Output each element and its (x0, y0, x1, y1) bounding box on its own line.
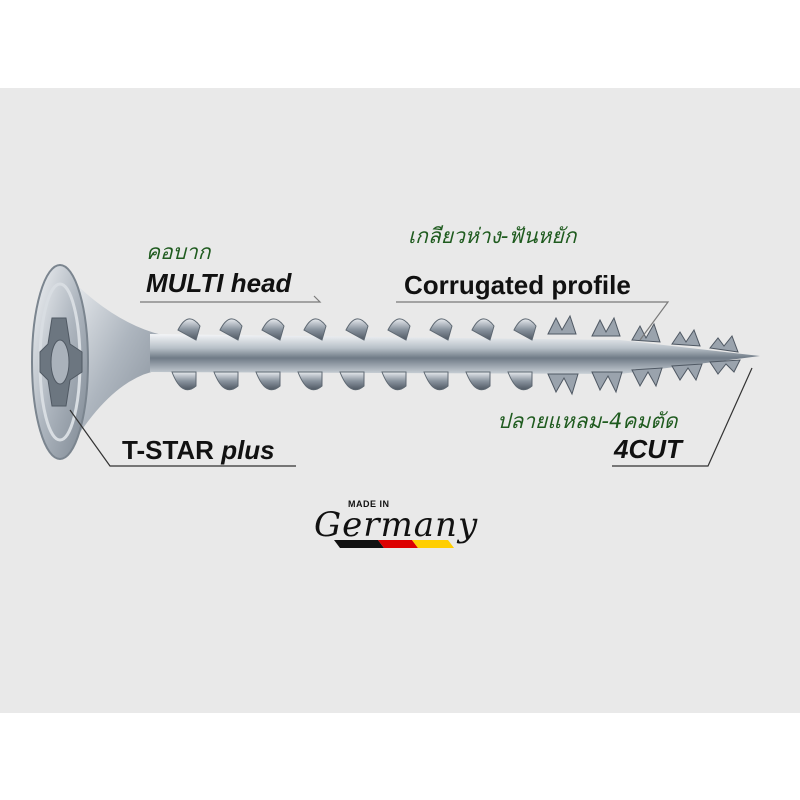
product-image-panel (0, 88, 800, 713)
head-label-thai: คอบาก (146, 240, 211, 264)
germany-flag-stripe (334, 540, 454, 548)
screw-threads (171, 318, 537, 391)
screw-shaft (150, 334, 760, 374)
screw-neck (62, 270, 162, 455)
leader-line-thread (396, 301, 670, 341)
drive-label-main: T-STAR (122, 435, 214, 465)
tip-label-en: 4CUT (614, 434, 682, 464)
thread-label-en: Corrugated profile (404, 270, 631, 300)
leader-line-drive (69, 409, 296, 467)
drive-label-plus: plus (221, 435, 275, 465)
thread-label-thai: เกลียวห่าง-ฟันหยัก (408, 224, 577, 248)
leader-line-tip (612, 367, 753, 467)
head-label-en-rest: head (230, 268, 292, 298)
head-label-en-bold: MULTI (146, 268, 224, 298)
made-in-label: MADE IN (348, 499, 390, 509)
germany-script-label: Germany (314, 505, 479, 545)
drive-label-en: T-STAR plus (122, 435, 275, 466)
leader-line-head (140, 295, 322, 303)
tip-label-thai: ปลายแหลม-4คมตัด (497, 409, 678, 433)
head-label-en: MULTI head (146, 268, 291, 299)
corrugated-threads (547, 314, 741, 396)
star-drive-recess (39, 317, 83, 407)
